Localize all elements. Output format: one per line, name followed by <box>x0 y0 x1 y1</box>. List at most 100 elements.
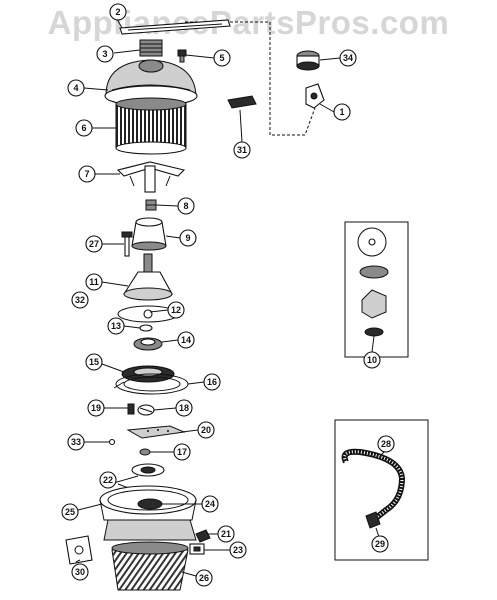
callout-label: 32 <box>75 295 85 305</box>
part-27-screw[interactable] <box>121 231 133 257</box>
part-30-gasket[interactable] <box>65 535 93 565</box>
part-11-pump-housing[interactable] <box>122 253 173 301</box>
callout-17: 17 <box>173 443 191 461</box>
callout-label: 14 <box>181 335 191 345</box>
callout-label: 3 <box>102 49 107 59</box>
callout-11: 11 <box>85 273 103 291</box>
callout-label: 17 <box>177 447 187 457</box>
callout-20: 20 <box>197 421 215 439</box>
part-22-gasket[interactable] <box>109 463 165 497</box>
callout-label: 16 <box>207 377 217 387</box>
callout-21: 21 <box>217 525 235 543</box>
callout-label: 21 <box>221 529 231 539</box>
callout-9: 9 <box>179 229 197 247</box>
part-16-pump-plate[interactable] <box>113 373 189 395</box>
callout-label: 34 <box>343 53 353 63</box>
callout-label: 2 <box>115 7 120 17</box>
part-9-pump-cylinder[interactable] <box>131 217 167 251</box>
part-8-nut[interactable] <box>145 199 157 211</box>
callout-label: 33 <box>71 437 81 447</box>
callout-29: 29 <box>371 535 389 553</box>
callout-label: 19 <box>91 403 101 413</box>
callout-22: 22 <box>99 471 117 489</box>
callout-26: 26 <box>195 569 213 587</box>
callout-4: 4 <box>67 79 85 97</box>
part-20-strainer[interactable] <box>126 425 186 439</box>
callout-12: 12 <box>167 301 185 319</box>
callout-label: 29 <box>375 539 385 549</box>
leader-lines <box>75 11 387 577</box>
callout-label: 12 <box>171 305 181 315</box>
callout-label: 15 <box>89 357 99 367</box>
part-19-screw[interactable] <box>127 403 135 415</box>
part-4-motor-housing[interactable] <box>104 59 198 107</box>
callout-label: 10 <box>367 355 377 365</box>
callout-14: 14 <box>177 331 195 349</box>
callout-label: 1 <box>339 107 344 117</box>
callout-18: 18 <box>175 399 193 417</box>
callout-32: 32 <box>71 291 89 309</box>
callout-label: 28 <box>381 439 391 449</box>
part-17-spring[interactable] <box>139 448 151 456</box>
callout-23: 23 <box>229 541 247 559</box>
callout-label: 13 <box>111 321 121 331</box>
callout-label: 31 <box>237 145 247 155</box>
callout-label: 5 <box>219 53 224 63</box>
callout-label: 4 <box>73 83 78 93</box>
part-1-valve[interactable] <box>305 83 325 109</box>
callout-16: 16 <box>203 373 221 391</box>
part-6-motor-stator[interactable] <box>115 97 187 155</box>
callout-19: 19 <box>87 399 105 417</box>
callout-31: 31 <box>233 141 251 159</box>
callout-10: 10 <box>363 351 381 369</box>
part-33-ball[interactable] <box>108 438 116 446</box>
callout-7: 7 <box>78 165 96 183</box>
callout-34: 34 <box>339 49 357 67</box>
callout-label: 7 <box>84 169 89 179</box>
callout-label: 30 <box>75 567 85 577</box>
callout-label: 27 <box>89 239 99 249</box>
callout-label: 22 <box>103 475 113 485</box>
part-23-grommet[interactable] <box>189 543 205 555</box>
part-24-valve[interactable] <box>137 498 163 510</box>
part-10-assembly-box[interactable] <box>344 221 409 358</box>
callout-5: 5 <box>213 49 231 67</box>
callout-label: 23 <box>233 545 243 555</box>
callout-27: 27 <box>85 235 103 253</box>
callout-label: 8 <box>183 201 188 211</box>
part-31-bracket[interactable] <box>227 95 257 109</box>
callout-8: 8 <box>177 197 195 215</box>
part-3-coupling[interactable] <box>139 39 163 57</box>
part-13-seal[interactable] <box>139 324 153 332</box>
dashed-connector <box>185 21 316 136</box>
part-26-drain-pump[interactable] <box>103 519 197 591</box>
callout-24: 24 <box>201 495 219 513</box>
callout-13: 13 <box>107 317 125 335</box>
callout-label: 24 <box>205 499 215 509</box>
part-21-clip[interactable] <box>195 529 211 543</box>
callout-28: 28 <box>377 435 395 453</box>
callout-label: 11 <box>89 277 99 287</box>
callout-30: 30 <box>71 563 89 581</box>
callout-label: 20 <box>201 425 211 435</box>
callout-label: 9 <box>185 233 190 243</box>
part-14-seal-ring[interactable] <box>133 337 163 351</box>
callout-2: 2 <box>109 3 127 21</box>
callout-label: 18 <box>179 403 189 413</box>
callout-33: 33 <box>67 433 85 451</box>
callout-25: 25 <box>61 503 79 521</box>
part-18-fitting[interactable] <box>137 404 155 416</box>
callout-3: 3 <box>96 45 114 63</box>
part-5-screw[interactable] <box>177 49 187 63</box>
callout-6: 6 <box>75 119 93 137</box>
part-2-spray-arm[interactable] <box>119 19 231 35</box>
callout-1: 1 <box>333 103 351 121</box>
callout-label: 26 <box>199 573 209 583</box>
parts-28-29-hose-box[interactable] <box>334 419 429 561</box>
callout-15: 15 <box>85 353 103 371</box>
callout-label: 6 <box>81 123 86 133</box>
part-34-cap[interactable] <box>296 50 320 71</box>
callout-label: 25 <box>65 507 75 517</box>
part-7-impeller[interactable] <box>116 161 186 193</box>
